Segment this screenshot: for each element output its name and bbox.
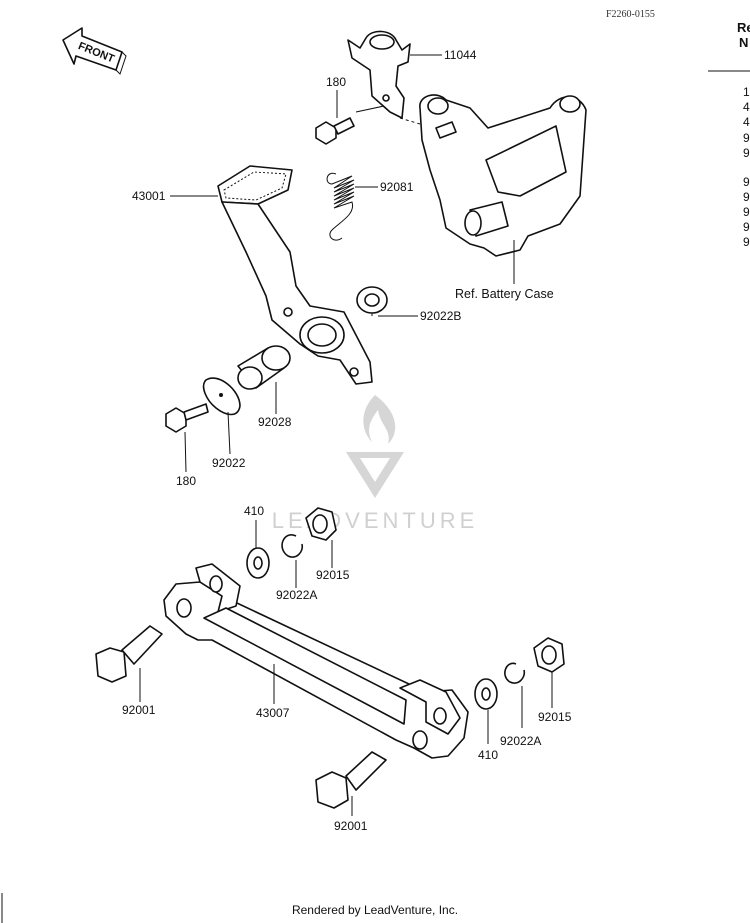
label-92001-bottom: 92001 [334,819,368,833]
label-43001: 43001 [132,189,166,203]
part-92028-collar: 92028 [237,345,292,429]
label-ref-battery-case: Ref. Battery Case [455,287,554,301]
part-43007-brake-rod: 43007 [163,563,469,759]
label-92022: 92022 [212,456,246,470]
part-410-washer-right: 410 [474,678,498,762]
watermark-text: LEADVENTURE [272,508,479,533]
side-row: 9 [743,175,750,189]
figure-code: F2260-0155 [606,9,655,20]
front-arrow-icon: FRONT [62,27,127,75]
label-92015-right: 92015 [538,710,572,724]
part-92001-bolt-bottom: 92001 [315,751,387,833]
part-180-bolt-top: 180 [315,75,385,145]
part-43001-brake-pedal: 43001 [132,165,373,385]
battery-case-reference: Ref. Battery Case [399,94,587,301]
part-11044-bracket: 11044 [347,30,477,119]
part-92081-spring: 92081 [326,172,414,241]
side-panel-head-2: N [739,35,748,50]
part-92001-bolt-left: 92001 [95,625,163,717]
label-180-top: 180 [326,75,346,89]
part-410-washer-top: 410 [244,504,270,579]
side-row: 9 [743,146,750,160]
label-410-right: 410 [478,748,498,762]
label-11044: 11044 [444,48,477,62]
label-92022A-right: 92022A [500,734,541,748]
side-row: 9 [743,220,750,234]
label-92028: 92028 [258,415,292,429]
side-row: 9 [743,190,750,204]
label-92081: 92081 [380,180,414,194]
side-row: 4 [743,100,750,114]
label-92015-top: 92015 [316,568,350,582]
footer-credit: Rendered by LeadVenture, Inc. [291,903,459,917]
side-row: 1 [743,85,750,99]
label-180-bottom: 180 [176,474,196,488]
side-panel-head-1: Re [737,20,750,35]
side-row: 9 [743,131,750,145]
part-92022-washer: 92022 [202,377,246,470]
side-row: 9 [743,205,750,219]
label-92022B: 92022B [420,309,461,323]
label-410-top: 410 [244,504,264,518]
part-92022A-lockwasher-right: 92022A [500,662,541,748]
side-row: 4 [743,115,750,129]
label-43007: 43007 [256,706,290,720]
watermark-logo: LEADVENTURE [272,395,479,533]
part-92022B-washer: 92022B [356,286,461,323]
label-92022A-top: 92022A [276,588,317,602]
label-92001-left: 92001 [122,703,156,717]
part-92015-nut-top: 92015 [305,507,350,582]
part-180-bolt-bottom: 180 [165,403,209,488]
part-92022A-lockwasher-top: 92022A [276,534,317,602]
part-92015-nut-right: 92015 [533,637,572,724]
side-row: 9 [743,235,750,249]
side-panel: Re N 1 4 4 9 9 9 9 9 9 9 [708,20,750,249]
